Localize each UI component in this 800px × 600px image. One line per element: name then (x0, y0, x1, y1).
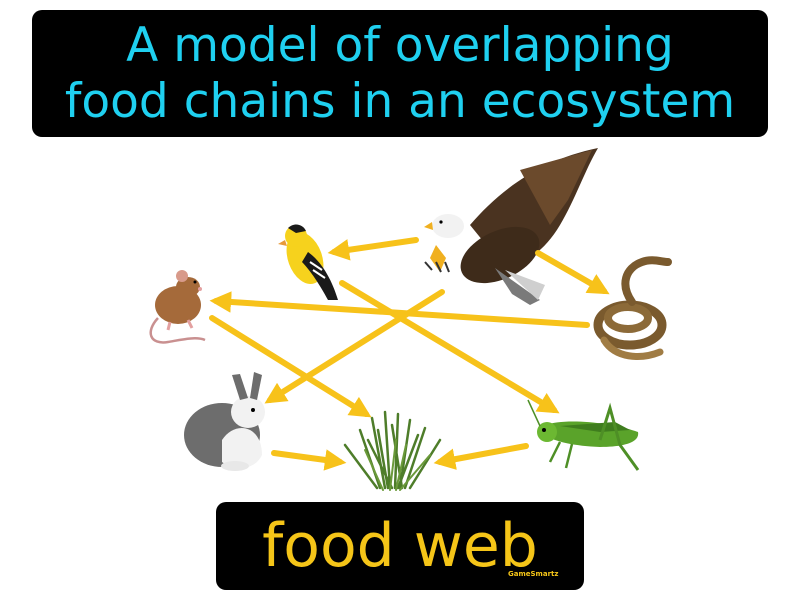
arrow-eagle-to-rabbit (264, 289, 445, 404)
term-banner: food web (216, 502, 584, 590)
arrow-snake-to-mouse (209, 291, 590, 328)
arrow-rabbit-to-grass (271, 449, 347, 471)
term-title: food web (262, 511, 538, 581)
arrow-mouse-to-grass (209, 315, 372, 418)
title-line-1: A model of overlapping (126, 17, 674, 73)
grasshopper-icon (527, 399, 640, 471)
rabbit-icon (184, 372, 265, 471)
title-line-2: food chains in an ecosystem (64, 73, 736, 129)
arrow-goldfinch-to-grasshopper (339, 280, 560, 414)
arrow-eagle-to-goldfinch (327, 237, 419, 261)
snake-icon (593, 256, 672, 360)
title-banner: A model of overlapping food chains in an… (32, 10, 768, 137)
mouse-icon (149, 270, 206, 344)
credit-text: GameSmartz (508, 570, 559, 578)
arrow-eagle-to-snake (535, 250, 610, 295)
eagle-icon (424, 148, 598, 305)
grass-icon (343, 410, 442, 491)
arrow-grasshopper-to-grass (433, 443, 529, 470)
bird-icon (278, 224, 338, 300)
